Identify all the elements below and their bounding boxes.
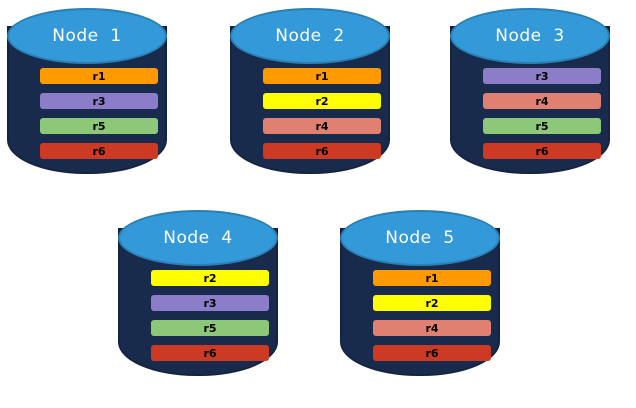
replica-list: r3 r4 r5 r6: [483, 68, 601, 159]
replica-bar[interactable]: r3: [151, 295, 269, 311]
replica-list: r2 r3 r5 r6: [151, 270, 269, 361]
replica-bar[interactable]: r4: [483, 93, 601, 109]
replica-list: r1 r2 r4 r6: [263, 68, 381, 159]
replica-bar[interactable]: r6: [40, 143, 158, 159]
node-label: Node 2: [275, 26, 345, 46]
database-node-3[interactable]: Node 3 r3 r4 r5 r6: [450, 8, 610, 193]
replica-bar[interactable]: r5: [40, 118, 158, 134]
replica-bar[interactable]: r6: [373, 345, 491, 361]
replica-list: r1 r2 r4 r6: [373, 270, 491, 361]
replica-bar[interactable]: r1: [40, 68, 158, 84]
replica-bar[interactable]: r3: [483, 68, 601, 84]
cylinder-top-icon: [450, 8, 610, 64]
replica-bar[interactable]: r4: [263, 118, 381, 134]
replica-bar[interactable]: r6: [483, 143, 601, 159]
replica-bar[interactable]: r6: [263, 143, 381, 159]
node-label: Node 3: [495, 26, 565, 46]
database-node-4[interactable]: Node 4 r2 r3 r5 r6: [118, 210, 278, 395]
replica-bar[interactable]: r2: [373, 295, 491, 311]
cylinder-top-icon: [340, 210, 500, 266]
replica-bar[interactable]: r2: [151, 270, 269, 286]
cylinder-top-icon: [7, 8, 167, 64]
replica-bar[interactable]: r6: [151, 345, 269, 361]
node-label: Node 5: [385, 228, 455, 248]
node-label: Node 4: [163, 228, 233, 248]
database-node-2[interactable]: Node 2 r1 r2 r4 r6: [230, 8, 390, 193]
replica-list: r1 r3 r5 r6: [40, 68, 158, 159]
replica-bar[interactable]: r2: [263, 93, 381, 109]
database-node-5[interactable]: Node 5 r1 r2 r4 r6: [340, 210, 500, 395]
database-node-1[interactable]: Node 1 r1 r3 r5 r6: [7, 8, 167, 193]
cylinder-top-icon: [230, 8, 390, 64]
replica-bar[interactable]: r1: [263, 68, 381, 84]
replica-bar[interactable]: r3: [40, 93, 158, 109]
replica-bar[interactable]: r5: [151, 320, 269, 336]
replica-bar[interactable]: r4: [373, 320, 491, 336]
replica-bar[interactable]: r5: [483, 118, 601, 134]
replica-bar[interactable]: r1: [373, 270, 491, 286]
cylinder-top-icon: [118, 210, 278, 266]
node-label: Node 1: [52, 26, 122, 46]
